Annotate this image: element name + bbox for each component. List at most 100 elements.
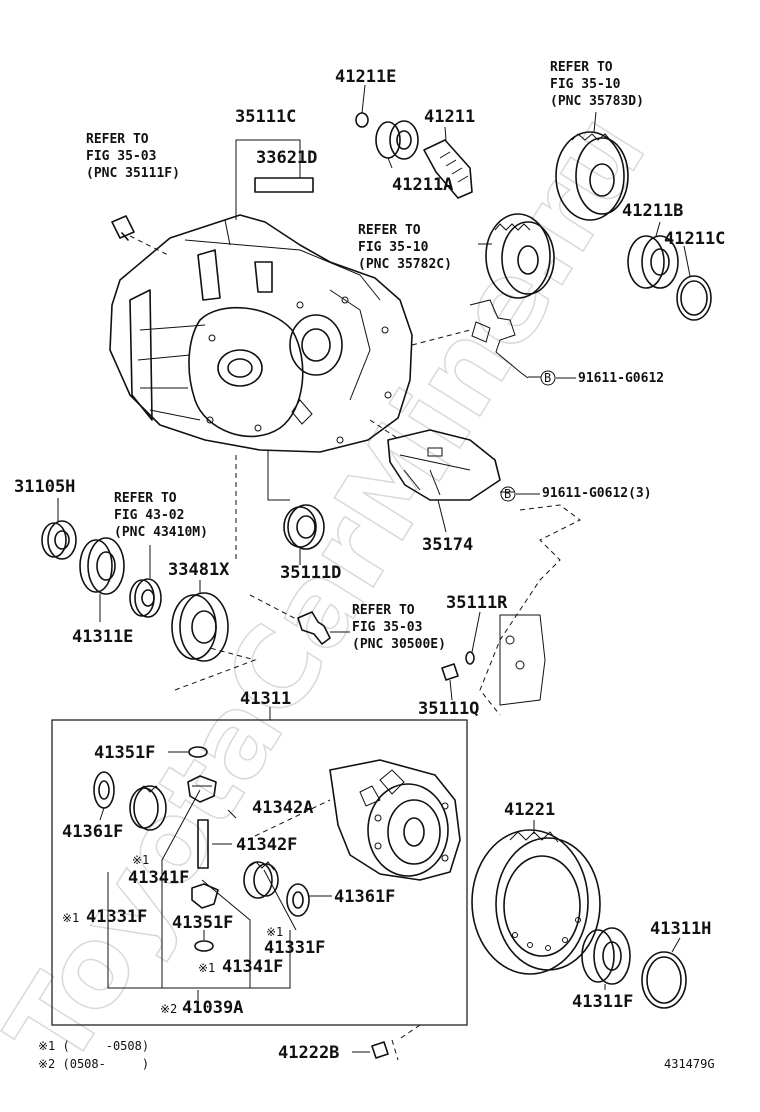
bearing-41211a [375,120,419,169]
label-41331f-left: 41331F [86,907,147,927]
axis-line-2 [397,1024,421,1041]
label-41331f-right: 41331F [264,938,325,958]
reference-35111f: REFER TO FIG 35-03 (PNC 35111F) [86,132,180,181]
label-91611-a: 91611-G0612 [578,371,664,386]
transaxle-case [109,214,413,453]
label-41039a: 41039A [182,998,243,1018]
svg-text:REFER TO: REFER TO [86,132,149,147]
footnote-1: ※1 ( -0508) [38,1039,149,1053]
gear-35783d [555,111,629,221]
label-31105h: 31105H [14,477,75,497]
svg-text:B: B [504,487,511,501]
label-35111d: 35111D [280,563,341,583]
svg-text:FIG 35-03: FIG 35-03 [86,149,156,164]
side-gear-left [129,785,167,831]
svg-text:REFER TO: REFER TO [358,223,421,238]
bracket [411,299,541,379]
footnote-2: ※2 (0508- ) [38,1057,149,1071]
label-mark2: ※2 [160,1002,177,1016]
group-leaders [107,789,297,1000]
pinion-gear-bottom [191,883,219,909]
label-mark1-d: ※1 [266,925,283,939]
label-41311e: 41311E [72,627,133,647]
gear-35782c [478,213,555,299]
svg-text:REFER TO: REFER TO [550,60,613,75]
bolt-30500e [249,594,350,645]
label-mark1-a: ※1 [132,853,149,867]
bearing-41211b [627,221,679,289]
washer-41361f-right [286,883,332,917]
bearing-41311f [581,927,631,990]
figure-id: 431479G [664,1057,715,1071]
label-41341f-2: 41341F [222,957,283,977]
watermark: ToyotaCarMine.ru [0,92,670,1087]
bolt-marker-b: B [500,486,540,502]
reference-35782c: REFER TO FIG 35-10 (PNC 35782C) [358,223,452,272]
label-35174: 35174 [422,535,473,555]
differential-group-box [51,719,468,1026]
label-41341f-1: 41341F [128,868,189,888]
ring-41211c [676,245,712,321]
cover-35174 [369,419,514,533]
label-41222b: 41222B [278,1043,339,1063]
label-41211b: 41211B [622,201,683,221]
label-41221: 41221 [504,800,555,820]
svg-text:(PNC 35783D): (PNC 35783D) [550,94,644,109]
case-bolt [111,215,169,256]
label-41342a: 41342A [252,798,313,818]
reference-43410m: REFER TO FIG 43-02 (PNC 43410M) [114,491,208,540]
pin-41342f [197,819,232,869]
svg-text:(PNC 43410M): (PNC 43410M) [114,525,208,540]
ring-41211e [355,84,369,128]
svg-text:(PNC 35111F): (PNC 35111F) [86,166,180,181]
part-labels: 41211E 41211 41211A 35111C 33621D 41211B… [14,67,725,1063]
label-33481x: 33481X [168,560,230,580]
bearing-41311e [79,537,125,622]
svg-text:REFER TO: REFER TO [352,603,415,618]
label-41361f-right: 41361F [334,887,395,907]
seal-35111d [267,450,325,565]
svg-text:REFER TO: REFER TO [114,491,177,506]
plug-35111q [441,663,459,701]
seal-31105h [41,498,77,560]
washer-41361f-left [93,771,115,821]
plate-33621d [254,177,314,193]
ring-gear-41221 [471,820,601,975]
label-41211: 41211 [424,107,475,127]
label-41361f-left: 41361F [62,822,123,842]
label-41311: 41311 [240,689,291,709]
svg-text:(PNC 30500E): (PNC 30500E) [352,637,446,652]
shaft-41211 [423,126,473,199]
svg-text:(PNC 35782C): (PNC 35782C) [358,257,452,272]
svg-text:FIG 43-02: FIG 43-02 [114,508,184,523]
small-pin [227,809,237,819]
svg-text:FIG 35-03: FIG 35-03 [352,620,422,635]
engine-block-outline [479,504,581,716]
svg-text:FIG 35-10: FIG 35-10 [358,240,429,255]
label-41351f-bottom: 41351F [172,913,233,933]
side-gear-right [243,861,279,899]
label-41342f: 41342F [236,835,297,855]
seal-33481x [171,580,229,662]
label-41311f: 41311F [572,992,633,1012]
label-41211c: 41211C [664,229,725,249]
bearing-43410m [129,545,162,618]
label-33621d: 33621D [256,148,317,168]
bolt-marker-a: B [540,370,576,386]
label-35111c: 35111C [235,107,296,127]
differential-case-41342a [254,759,461,881]
label-41351f-top: 41351F [94,743,155,763]
pinion-gear-top [187,775,217,803]
label-41211a: 41211A [392,175,453,195]
label-91611-b: 91611-G0612(3) [542,486,652,501]
reference-30500e: REFER TO FIG 35-03 (PNC 30500E) [352,603,446,652]
svg-text:B: B [544,371,551,385]
label-41211e: 41211E [335,67,396,87]
plug-35111r [465,611,481,665]
label-35111q: 35111Q [418,699,479,719]
ring-41311h [641,937,687,1009]
label-41311h: 41311H [650,919,711,939]
bolt-41222b [352,1039,399,1061]
